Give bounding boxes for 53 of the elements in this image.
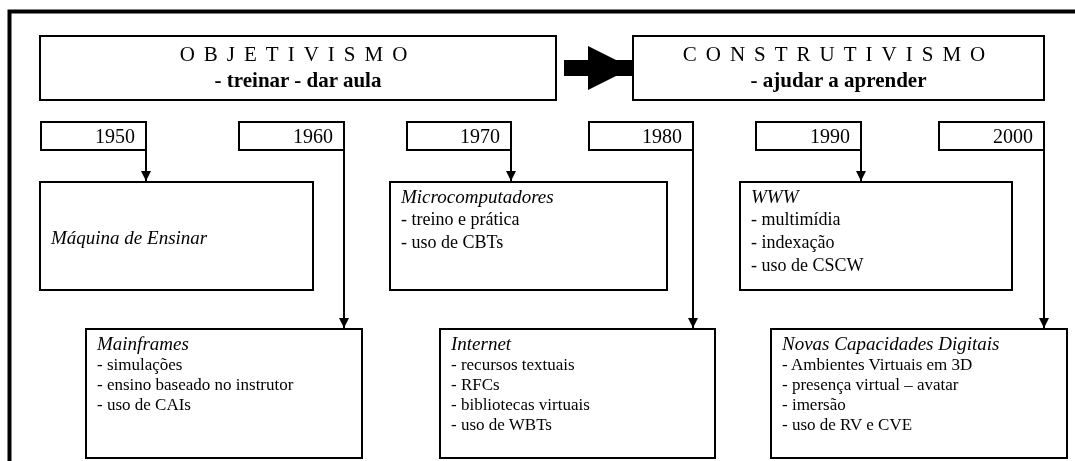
year-label: 1950 <box>95 124 136 149</box>
heading: Novas Capacidades Digitais <box>782 332 1000 355</box>
year-box <box>406 121 512 151</box>
list-item: - uso de CBTs <box>401 231 504 254</box>
list-item: - ensino baseado no instrutor <box>97 375 294 395</box>
year-box <box>40 121 147 151</box>
list-item: - imersão <box>782 395 846 415</box>
list-item: - uso de WBTs <box>451 415 552 435</box>
arrow <box>506 150 516 182</box>
year-label: 2000 <box>993 124 1034 149</box>
heading: Microcomputadores <box>401 185 554 208</box>
list-item: - simulações <box>97 355 183 375</box>
arrow <box>141 150 151 182</box>
year-label: 1970 <box>460 124 501 149</box>
heading: Mainframes <box>97 332 189 355</box>
heading: WWW <box>751 185 799 208</box>
era-box <box>39 181 314 291</box>
list-item: - RFCs <box>451 375 500 395</box>
year-box <box>238 121 345 151</box>
heading-box <box>632 35 1045 101</box>
era-box <box>770 328 1068 459</box>
heading: OBJETIVISMO <box>179 41 417 67</box>
heading: Máquina de Ensinar <box>51 225 208 249</box>
list-item: - bibliotecas virtuais <box>451 395 590 415</box>
list-item: - ajudar a aprender <box>750 67 927 93</box>
era-box <box>739 181 1013 291</box>
list-item: - treinar - dar aula <box>214 67 382 93</box>
list-item: - recursos textuais <box>451 355 575 375</box>
year-box <box>588 121 694 151</box>
list-item: - uso de CAIs <box>97 395 191 415</box>
year-box <box>755 121 862 151</box>
era-box <box>85 328 363 459</box>
year-label: 1960 <box>293 124 334 149</box>
list-item: - indexação <box>751 231 835 254</box>
heading: CONSTRUTIVISMO <box>682 41 995 67</box>
list-item: - treino e prática <box>401 208 520 231</box>
list-item: - multimídia <box>751 208 841 231</box>
block-arrow <box>564 46 632 90</box>
arrow <box>1039 150 1049 329</box>
list-item: - uso de CSCW <box>751 254 864 277</box>
arrow <box>856 150 866 182</box>
list-item: - Ambientes Virtuais em 3D <box>782 355 973 375</box>
heading-box <box>39 35 557 101</box>
arrow <box>688 150 698 329</box>
list-item: - presença virtual – avatar <box>782 375 959 395</box>
era-box <box>389 181 668 291</box>
year-label: 1990 <box>810 124 851 149</box>
era-box <box>439 328 716 459</box>
list-item: - uso de RV e CVE <box>782 415 913 435</box>
year-box <box>938 121 1045 151</box>
arrow <box>339 150 349 329</box>
heading: Internet <box>451 332 512 355</box>
year-label: 1980 <box>642 124 683 149</box>
